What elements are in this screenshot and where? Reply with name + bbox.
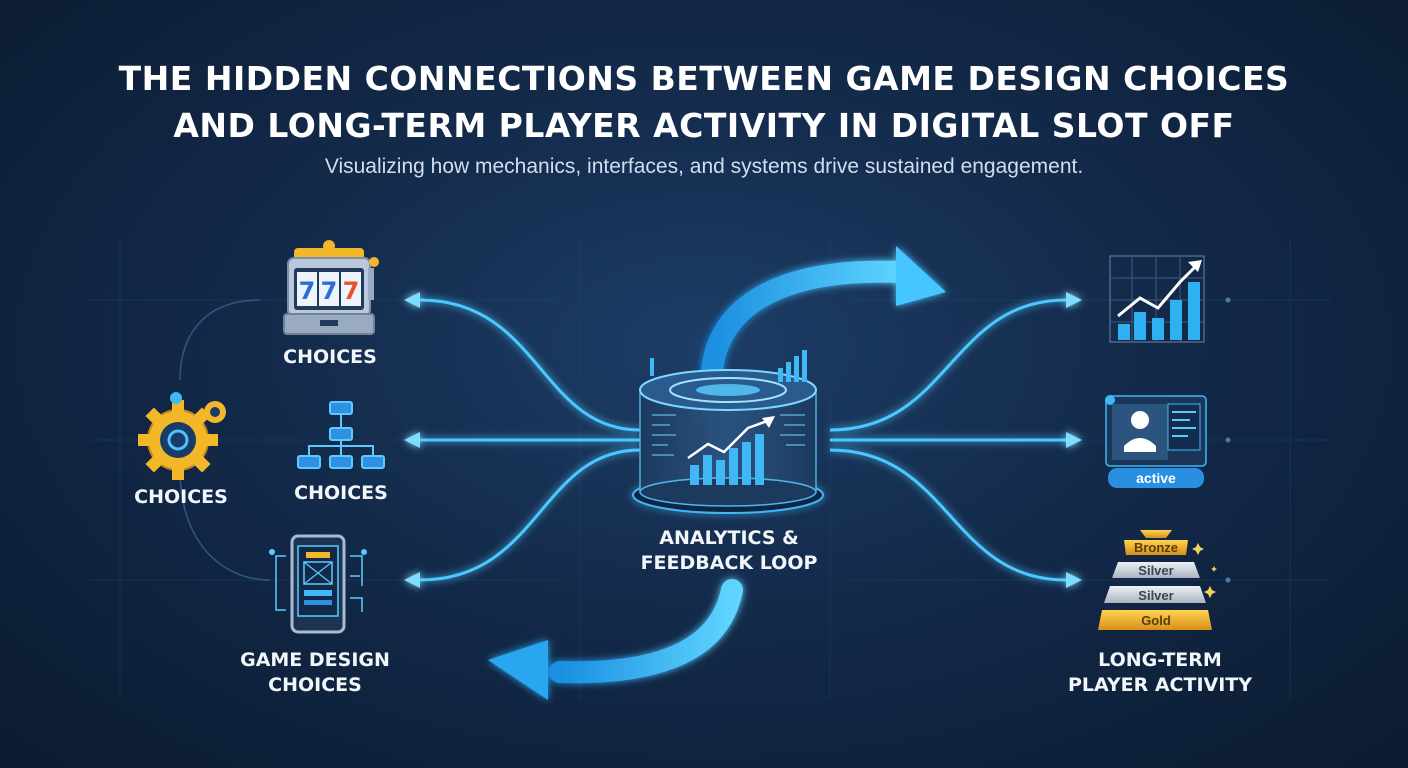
- activity-label-line-1: LONG-TERM: [1098, 649, 1222, 671]
- reel-1: 7: [299, 277, 316, 305]
- analytics-label-line-2: FEEDBACK LOOP: [640, 552, 818, 574]
- subtitle: Visualizing how mechanics, interfaces, a…: [324, 155, 1084, 178]
- page-title: THE HIDDEN CONNECTIONS BETWEEN GAME DESI…: [0, 55, 1408, 149]
- title-line-2: AND LONG-TERM PLAYER ACTIVITY IN DIGITAL…: [173, 106, 1235, 145]
- flowchart-icon: [297, 401, 385, 469]
- analytics-feedback-label: ANALYTICS & FEEDBACK LOOP: [618, 526, 840, 576]
- flow-line-bottom-right: [829, 448, 1067, 582]
- long-term-activity-label: LONG-TERM PLAYER ACTIVITY: [1050, 648, 1270, 698]
- sparkle-icon: [1192, 543, 1217, 598]
- activity-label-line-2: PLAYER ACTIVITY: [1067, 674, 1253, 696]
- loop-arrowhead-bottom: [488, 640, 548, 700]
- right-flow-lines: [829, 298, 1067, 582]
- loop-arrowhead-top: [896, 246, 946, 306]
- analytics-database-icon: [632, 350, 824, 514]
- growth-chart-icon: [1109, 255, 1205, 343]
- profile-status-badge: active: [1136, 470, 1176, 486]
- slot-machine-icon: 7 7 7: [283, 240, 379, 335]
- left-flow-lines: [419, 298, 641, 582]
- right-node-dots: [1225, 297, 1231, 583]
- tier-pyramid-icon: Bronze Silver Silver Gold: [1098, 530, 1217, 630]
- title-line-1: THE HIDDEN CONNECTIONS BETWEEN GAME DESI…: [118, 59, 1290, 98]
- left-arrowheads: [404, 292, 420, 588]
- right-arrowheads: [1066, 292, 1082, 588]
- gears-choices-label: CHOICES: [134, 486, 228, 508]
- gears-icon: [138, 392, 226, 480]
- flowchart-choices-label: CHOICES: [294, 482, 388, 504]
- user-profile-icon: active: [1105, 395, 1207, 488]
- flow-line-top-left: [419, 298, 641, 432]
- game-design-label-line-2: CHOICES: [268, 674, 362, 696]
- flow-line-top-right: [829, 298, 1067, 432]
- flow-line-bottom-left: [419, 448, 641, 582]
- reel-3: 7: [343, 277, 360, 305]
- feedback-loop-arrows: [488, 246, 946, 700]
- tier-3: Silver: [1138, 588, 1173, 603]
- slot-choices-label: CHOICES: [283, 346, 377, 368]
- analytics-label-line-1: ANALYTICS &: [659, 527, 799, 549]
- tier-4: Gold: [1141, 613, 1171, 628]
- game-design-choices-label: GAME DESIGN CHOICES: [220, 648, 410, 698]
- reel-2: 7: [321, 277, 338, 305]
- mobile-wireframe-icon: [269, 534, 367, 634]
- game-design-label-line-1: GAME DESIGN: [240, 649, 390, 671]
- left-connector-arc: [179, 299, 271, 581]
- tier-2: Silver: [1138, 563, 1173, 578]
- tier-1: Bronze: [1134, 540, 1178, 555]
- loop-arrow-top: [701, 260, 911, 381]
- loop-arrow-bottom: [549, 579, 743, 684]
